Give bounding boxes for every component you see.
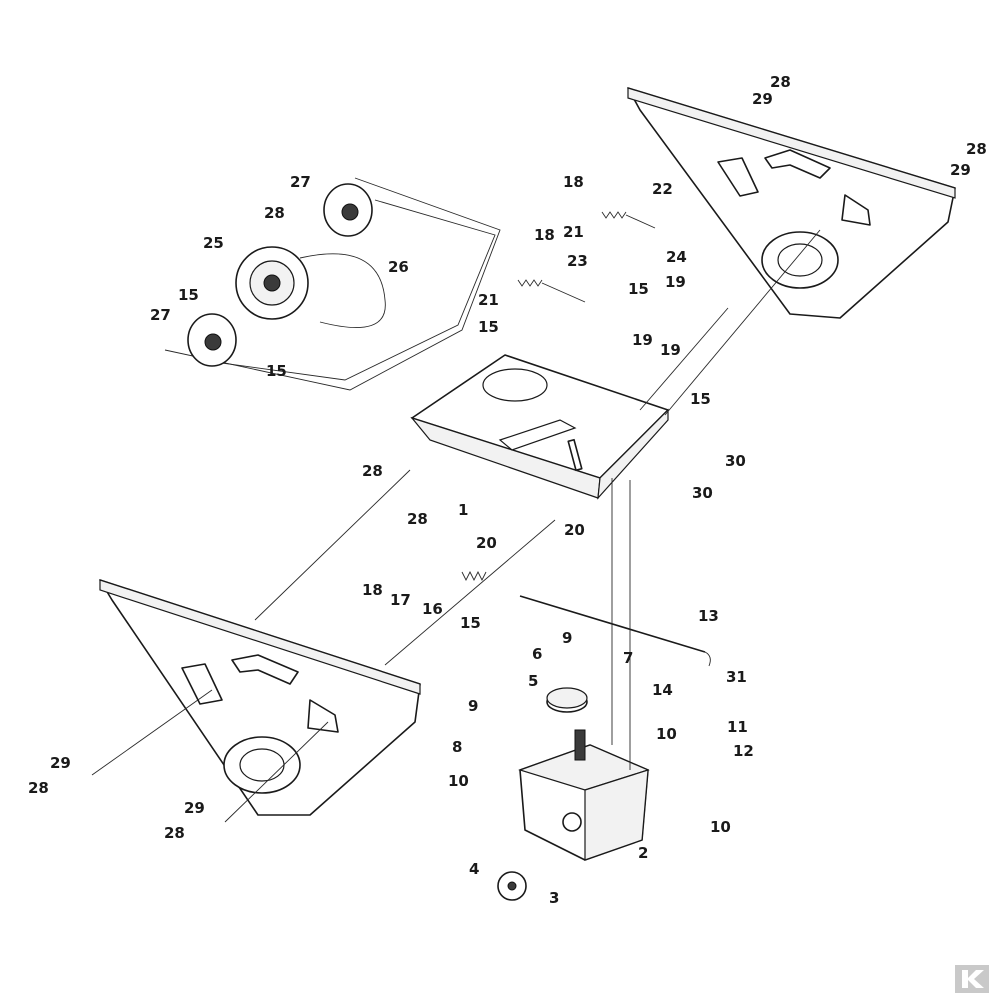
bearing-lower [187,313,237,367]
callout-22: 22 [652,180,673,198]
callout-24: 24 [666,248,687,266]
callout-21: 21 [478,291,499,309]
bearing-upper [323,183,373,237]
callout-15: 15 [460,614,481,632]
callout-30: 30 [692,484,713,502]
callout-19: 19 [665,273,686,291]
callout-13: 13 [698,607,719,625]
pulley [546,687,588,713]
spring-23 [517,279,586,303]
chain-routing-outline [164,177,501,391]
callout-29: 29 [50,754,71,772]
side-plate-right [627,87,956,319]
callout-8: 8 [452,738,462,756]
callout-18: 18 [362,581,383,599]
callout-14: 14 [652,681,673,699]
callout-9: 9 [562,629,572,647]
callout-15: 15 [178,286,199,304]
callout-9: 9 [468,697,478,715]
callout-28: 28 [407,510,428,528]
callout-23: 23 [567,252,588,270]
kramp-k-logo-icon [962,970,984,988]
callout-1: 1 [458,501,468,519]
callout-29: 29 [752,90,773,108]
callout-3: 3 [549,889,559,907]
small-sprocket [497,871,527,901]
callout-19: 19 [660,341,681,359]
callout-11: 11 [727,718,748,736]
callout-18: 18 [534,226,555,244]
callout-10: 10 [710,818,731,836]
main-housing [410,354,669,500]
callout-15: 15 [478,318,499,336]
callout-27: 27 [290,173,311,191]
callout-21: 21 [563,223,584,241]
callout-15: 15 [628,280,649,298]
callout-5: 5 [528,672,538,690]
callout-2: 2 [638,844,648,862]
callout-27: 27 [150,306,171,324]
spring-22 [601,211,656,229]
callout-28: 28 [362,462,383,480]
sprocket-with-chain [235,246,386,329]
spring-16 [461,570,487,582]
callout-20: 20 [476,534,497,552]
callout-20: 20 [564,521,585,539]
callout-26: 26 [388,258,409,276]
callout-4: 4 [469,860,479,878]
gearbox [518,729,650,861]
callout-15: 15 [266,362,287,380]
callout-29: 29 [184,799,205,817]
callout-18: 18 [563,173,584,191]
side-plate-left [99,579,421,816]
callout-28: 28 [770,73,791,91]
callout-10: 10 [448,772,469,790]
callout-10: 10 [656,725,677,743]
callout-31: 31 [726,668,747,686]
callout-16: 16 [422,600,443,618]
callout-28: 28 [966,140,987,158]
callout-labels: 28 29 28 29 27 28 25 26 15 27 15 18 22 2… [28,73,987,907]
callout-17: 17 [390,591,411,609]
rod [519,595,711,667]
callout-7: 7 [623,649,633,667]
callout-15: 15 [690,390,711,408]
brand-logo [955,965,989,993]
callout-28: 28 [264,204,285,222]
callout-28: 28 [28,779,49,797]
callout-25: 25 [203,234,224,252]
callout-12: 12 [733,742,754,760]
callout-28: 28 [164,824,185,842]
callout-29: 29 [950,161,971,179]
callout-6: 6 [532,645,542,663]
assembly-guide-lines [91,229,821,823]
callout-30: 30 [725,452,746,470]
callout-19: 19 [632,331,653,349]
